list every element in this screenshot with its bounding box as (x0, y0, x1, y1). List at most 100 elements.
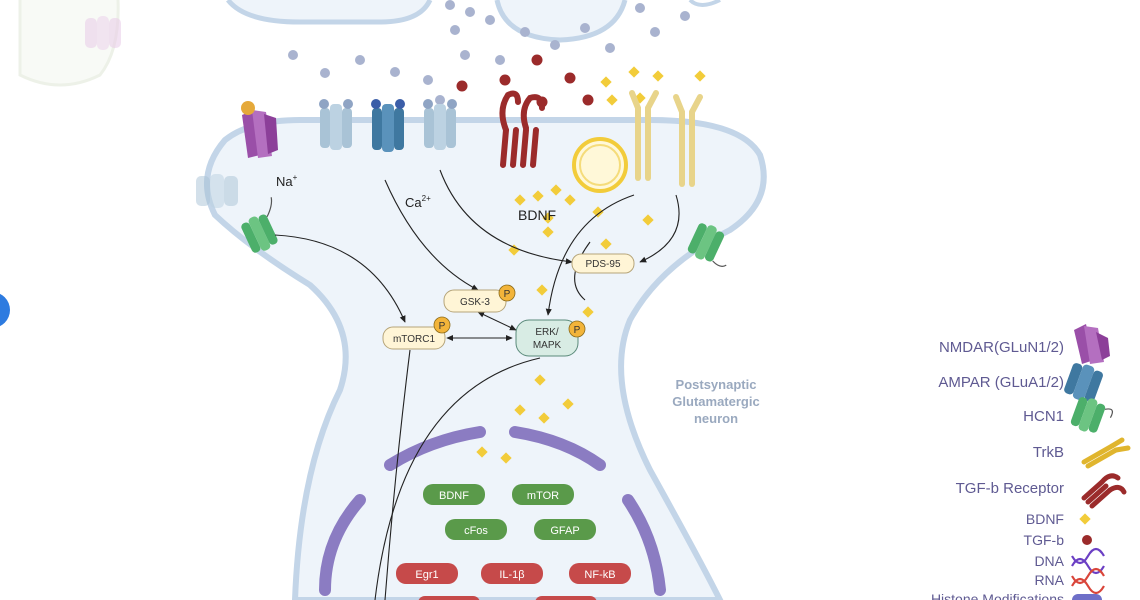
glutamate-dot (680, 11, 690, 21)
tgfb-receptor (499, 90, 545, 168)
faded-channel (196, 174, 238, 208)
svg-text:P: P (439, 321, 446, 332)
svg-text:P: P (504, 289, 511, 300)
node-pds95: PDS-95 (571, 253, 635, 274)
gene-bdnf: BDNF (439, 490, 469, 502)
bdnf-particle (628, 66, 640, 78)
bdnf-particle (694, 70, 706, 82)
na-label: Na+ (276, 173, 298, 189)
gene-nfkb: NF-kB (584, 569, 615, 581)
legend-ampar-label: AMPAR (GLuA1/2) (938, 374, 1064, 391)
histone-legend-icon (1072, 594, 1102, 600)
tgfb-dot (582, 94, 594, 106)
glutamate-dot (423, 75, 433, 85)
postsynaptic-neuron (204, 117, 767, 600)
gene-mtor: mTOR (527, 490, 559, 502)
bdnf-particle (514, 194, 526, 206)
neuron-type-label: Postsynaptic Glutamatergic neuron (672, 377, 759, 426)
tgfb-legend-icon (1082, 535, 1092, 545)
hcn1-legend-icon (1070, 397, 1114, 433)
bdnf-particle (550, 184, 562, 196)
bdnf-vesicle (572, 137, 628, 193)
legend-hcn1-label: HCN1 (1023, 408, 1064, 425)
legend-rna-label: RNA (1034, 572, 1064, 588)
glutamate-dot (355, 55, 365, 65)
svg-text:mTORC1: mTORC1 (393, 334, 435, 345)
bdnf-label: BDNF (518, 207, 556, 223)
legend-tgfb-receptor-label: TGF-b Receptor (956, 480, 1064, 497)
glutamate-dot (550, 40, 560, 50)
nmdar-legend-icon (1074, 324, 1110, 364)
bdnf-particle (600, 76, 612, 88)
ampar-legend-icon (1064, 363, 1103, 402)
svg-text:ERK/: ERK/ (535, 327, 559, 338)
phospho-badge-icon (568, 320, 586, 338)
bdnf-particle (642, 214, 654, 226)
node-gsk3: GSK-3 P (443, 284, 516, 313)
presynaptic-terminals (226, 0, 721, 43)
bdnf-particle (592, 206, 604, 218)
legend: NMDAR(GLuN1/2) AMPAR (GLuA1/2) HCN1 TrkB… (931, 324, 1131, 600)
svg-text:Glutamatergic: Glutamatergic (672, 394, 759, 409)
nuclear-envelope (319, 426, 666, 596)
legend-trkb-label: TrkB (1033, 444, 1064, 461)
legend-bdnf-label: BDNF (1026, 511, 1064, 527)
tgfb-dot (564, 72, 576, 84)
svg-text:GSK-3: GSK-3 (460, 297, 490, 308)
offscreen-blue-dot (0, 293, 10, 327)
bdnf-particle (542, 212, 554, 224)
trkb-receptor-2 (673, 94, 703, 187)
glutamate-dot (460, 50, 470, 60)
ampar-receptor-1 (319, 99, 353, 150)
tgfb-dot (531, 54, 543, 66)
bdnf-legend-icon (1079, 513, 1091, 525)
bdnf-particle (600, 238, 612, 250)
gene-gfap: GFAP (550, 525, 579, 537)
legend-dna-label: DNA (1034, 553, 1064, 569)
gene-cfos: cFos (464, 525, 488, 537)
tgfb-dot (499, 74, 511, 86)
nmdar-receptor (241, 101, 278, 158)
gene-il1b: IL-1β (499, 569, 524, 581)
glutamate-particles (288, 0, 690, 105)
glutamate-dot (320, 68, 330, 78)
ca-label: Ca2+ (405, 194, 431, 210)
faded-neighbor-cell (18, 0, 121, 87)
legend-nmdar-label: NMDAR(GLuN1/2) (939, 339, 1064, 356)
glutamate-dot (605, 43, 615, 53)
glutamate-dot (445, 0, 455, 10)
bdnf-particle (542, 226, 554, 238)
legend-tgfb-label: TGF-b (1024, 532, 1065, 548)
bdnf-particle (652, 70, 664, 82)
glutamate-dot (450, 25, 460, 35)
bdnf-particle (564, 194, 576, 206)
node-erk-mapk: ERK/ MAPK P (515, 319, 586, 357)
glutamate-dot (650, 27, 660, 37)
glutamate-dot (580, 23, 590, 33)
glutamate-dot (435, 95, 445, 105)
ampar-receptor-2 (371, 99, 405, 152)
bdnf-particle (476, 446, 488, 458)
bdnf-particle (534, 374, 546, 386)
glutamate-dot (495, 55, 505, 65)
legend-histone-label: Histone Modifications (931, 591, 1064, 600)
glutamate-dot (635, 3, 645, 13)
glutamate-dot (485, 15, 495, 25)
ampar-receptor-3 (423, 99, 457, 150)
faded-receptor-icon (85, 16, 121, 50)
gene-pills: BDNF mTOR cFos GFAP Egr1 IL-1β NF-kB (396, 484, 631, 600)
signalling-arrows (274, 169, 680, 600)
svg-text:MAPK: MAPK (533, 340, 562, 351)
tgfb-particles (456, 54, 594, 108)
hcn1-channel-left (241, 197, 278, 253)
hcn1-channel-right (687, 223, 727, 267)
svg-text:Postsynaptic: Postsynaptic (676, 377, 757, 392)
bdnf-particle (538, 412, 550, 424)
bdnf-particle (582, 306, 594, 318)
bdnf-particle (562, 398, 574, 410)
node-mtorc1: mTORC1 P (382, 316, 451, 350)
svg-text:neuron: neuron (694, 411, 738, 426)
bdnf-particle (606, 94, 618, 106)
bdnf-particle (508, 244, 520, 256)
